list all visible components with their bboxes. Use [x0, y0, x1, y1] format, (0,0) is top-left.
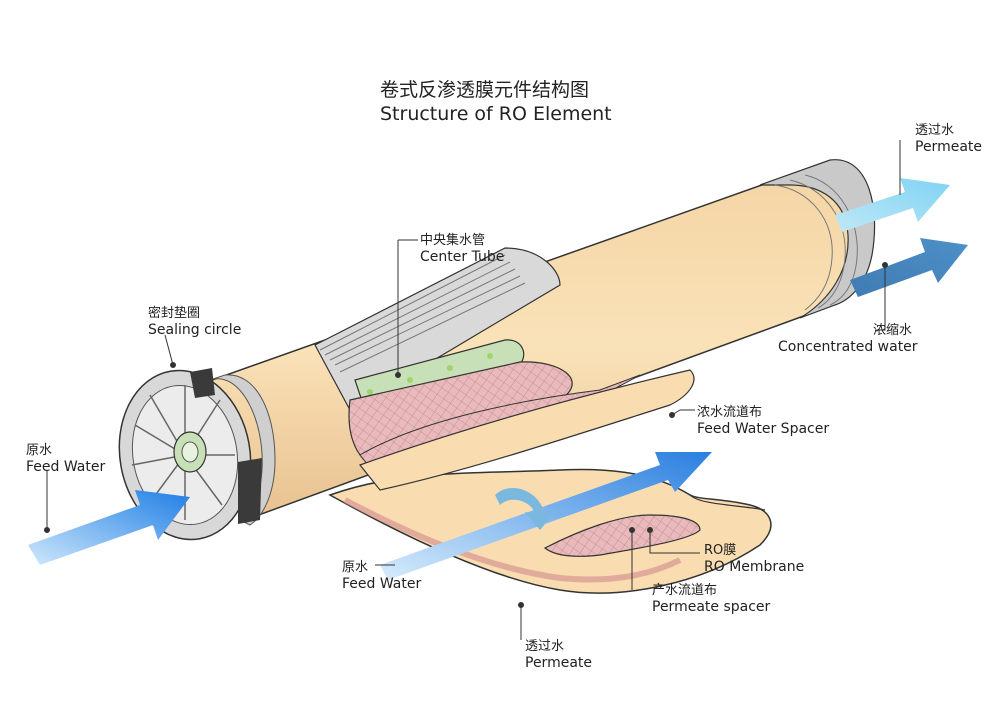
label-feed-water-spacer-zh: 浓水流道布 — [697, 405, 763, 420]
feed-water-arrow-left — [28, 490, 190, 565]
label-center-tube-en: Center Tube — [420, 249, 505, 265]
label-permeate-top-zh: 透过水 — [915, 123, 955, 138]
label-feed-water-left: 原水 Feed Water — [26, 442, 105, 476]
label-feed-water-middle: 原水 Feed Water — [342, 559, 421, 593]
cutaway-section — [314, 247, 695, 491]
label-permeate-bottom: 透过水 Permeate — [525, 638, 592, 672]
label-feed-water-spacer-en: Feed Water Spacer — [697, 421, 830, 437]
title-chinese: 卷式反渗透膜元件结构图 — [380, 79, 590, 101]
label-permeate-top: 透过水 Permeate — [915, 122, 982, 156]
label-permeate-top-en: Permeate — [915, 139, 982, 155]
title-english: Structure of RO Element — [380, 103, 612, 125]
label-sealing-circle-en: Sealing circle — [148, 322, 242, 338]
label-permeate-spacer-zh: 产水流道布 — [652, 583, 718, 598]
label-permeate-bottom-en: Permeate — [525, 655, 592, 671]
label-sealing-circle: 密封垫圈 Sealing circle — [148, 305, 241, 339]
label-ro-membrane: RO膜 RO Membrane — [704, 542, 804, 576]
label-feed-water-middle-zh: 原水 — [342, 560, 369, 575]
diagram-title: 卷式反渗透膜元件结构图 Structure of RO Element — [380, 78, 612, 126]
label-feed-water-left-en: Feed Water — [26, 459, 106, 475]
label-permeate-bottom-zh: 透过水 — [525, 639, 565, 654]
label-feed-water-middle-en: Feed Water — [342, 576, 422, 592]
label-concentrated-water-en: Concentrated water — [778, 339, 918, 355]
label-sealing-circle-zh: 密封垫圈 — [148, 306, 201, 321]
leader-lines — [44, 140, 901, 640]
label-ro-membrane-en: RO Membrane — [704, 559, 805, 575]
concentrated-water-arrow — [850, 238, 968, 297]
sealing-ring — [238, 458, 262, 524]
label-feed-water-spacer: 浓水流道布 Feed Water Spacer — [697, 404, 829, 438]
label-ro-membrane-zh: RO膜 — [704, 543, 737, 558]
label-center-tube-zh: 中央集水管 — [420, 233, 486, 248]
right-end-cap — [759, 159, 876, 319]
permeate-arrow-top — [835, 178, 950, 232]
unrolled-membrane-sheet — [328, 468, 772, 594]
label-permeate-spacer: 产水流道布 Permeate spacer — [652, 582, 770, 616]
label-concentrated-water-zh: 浓缩水 — [872, 323, 912, 338]
left-end-threads — [209, 374, 276, 526]
flow-arrows — [28, 178, 968, 580]
label-feed-water-left-zh: 原水 — [26, 443, 53, 458]
curved-flow-arrow — [495, 487, 555, 530]
label-concentrated-water: 浓缩水 Concentrated water — [778, 322, 918, 356]
ro-cylinder-housing — [168, 159, 876, 526]
label-center-tube: 中央集水管 Center Tube — [420, 232, 504, 266]
label-permeate-spacer-en: Permeate spacer — [652, 599, 771, 615]
